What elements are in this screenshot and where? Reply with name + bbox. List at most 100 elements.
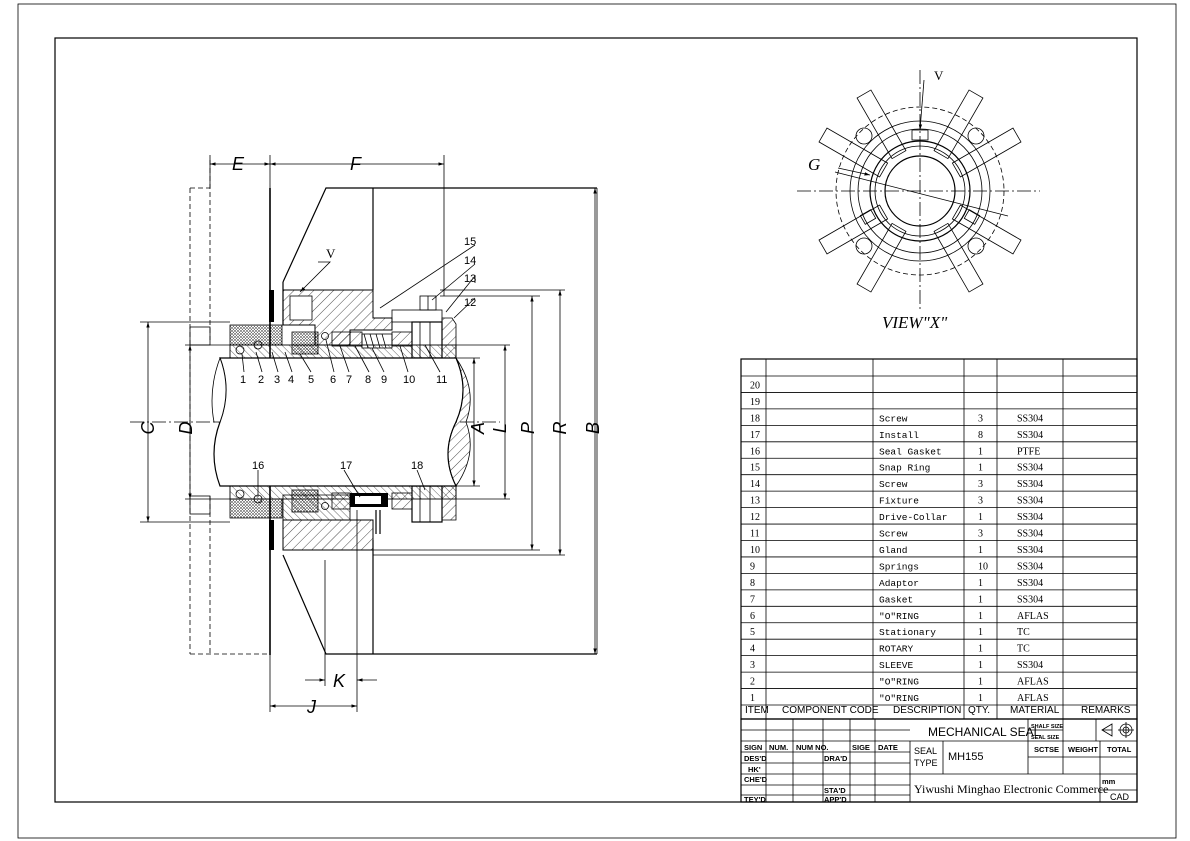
cell-item: 3 — [750, 660, 755, 671]
balloon-10: 10 — [403, 374, 415, 386]
cell-description: "O"RING — [879, 677, 919, 688]
cell-qty: 1 — [978, 627, 983, 638]
balloon-15: 15 — [464, 236, 476, 248]
cell-description: Screw — [879, 479, 908, 490]
dim-label-r: R — [550, 422, 570, 435]
dim-label-b: B — [583, 422, 603, 434]
clamp-lugs — [818, 89, 1022, 293]
dim-label-d: D — [176, 422, 196, 435]
cell-qty: 1 — [978, 660, 983, 671]
cell-material: PTFE — [1017, 446, 1040, 457]
cell-description: Drive-Collar — [879, 512, 947, 523]
part-callouts: 1 2 3 4 5 6 7 8 9 10 11 12 13 14 15 16 1… — [240, 236, 476, 498]
cell-item: 17 — [750, 430, 760, 441]
label-appd: APP'D — [824, 795, 847, 804]
label-unit: mm — [1102, 777, 1116, 786]
cell-material: AFLAS — [1017, 611, 1049, 622]
col-header-material: MATERIAL — [1010, 705, 1060, 716]
cell-material: TC — [1017, 644, 1030, 655]
col-header-description: DESCRIPTION — [893, 705, 961, 716]
col-header-code: COMPONENT CODE — [782, 705, 879, 716]
balloon-14: 14 — [464, 255, 476, 267]
cell-description: Snap Ring — [879, 463, 930, 474]
label-sign: SIGN — [744, 743, 762, 752]
balloon-12: 12 — [464, 297, 476, 309]
label-teyd: TEY'D — [744, 795, 766, 804]
cell-description: Fixture — [879, 496, 919, 507]
cell-qty: 3 — [978, 496, 983, 507]
label-stad: STA'D — [824, 786, 846, 795]
label-ched: CHE'D — [744, 775, 768, 784]
cell-item: 18 — [750, 413, 760, 424]
label-desd: DES'D — [744, 754, 767, 763]
cell-qty: 1 — [978, 611, 983, 622]
cell-item: 5 — [750, 627, 755, 638]
balloon-1: 1 — [240, 374, 246, 386]
dim-label-a: A — [468, 422, 488, 435]
cell-material: SS304 — [1017, 430, 1043, 441]
balloon-4: 4 — [288, 374, 294, 386]
table-row: 2 "O"RING 1 AFLAS — [750, 677, 1049, 688]
cell-material: AFLAS — [1017, 693, 1049, 704]
dim-label-j: J — [306, 697, 317, 717]
label-num: NUM. — [769, 743, 788, 752]
cell-description: Adaptor — [879, 578, 919, 589]
label-date: DATE — [878, 743, 898, 752]
view-x-label: VIEW"X" — [882, 313, 948, 332]
balloon-3: 3 — [274, 374, 280, 386]
cell-qty: 1 — [978, 512, 983, 523]
cell-item: 2 — [750, 677, 755, 688]
label-num-no: NUM NO. — [796, 743, 829, 752]
cell-material: SS304 — [1017, 496, 1043, 507]
cell-item: 12 — [750, 512, 760, 523]
balloon-17: 17 — [340, 460, 352, 472]
cell-description: Gasket — [879, 594, 913, 605]
cell-qty: 1 — [978, 446, 983, 457]
balloon-13: 13 — [464, 273, 476, 285]
label-type: TYPE — [914, 758, 938, 768]
table-row: 19 — [750, 397, 760, 408]
dim-label-k: K — [333, 671, 346, 691]
cell-item: 11 — [750, 529, 760, 540]
balloon-9: 9 — [381, 374, 387, 386]
cell-material: SS304 — [1017, 545, 1043, 556]
cell-description: Gland — [879, 545, 908, 556]
cell-qty: 1 — [978, 677, 983, 688]
balloon-2: 2 — [258, 374, 264, 386]
label-total: TOTAL — [1107, 745, 1132, 754]
balloon-6: 6 — [330, 374, 336, 386]
cell-material: SS304 — [1017, 561, 1043, 572]
title-block: MECHANICAL SEAL SHALF SIZE SEAL SIZE SIG… — [740, 718, 1138, 804]
label-weight: WEIGHT — [1068, 745, 1098, 754]
cell-description: Seal Gasket — [879, 446, 942, 457]
cell-description: Screw — [879, 413, 908, 424]
cell-qty: 1 — [978, 578, 983, 589]
model-number: MH155 — [948, 751, 983, 763]
cell-qty: 3 — [978, 529, 983, 540]
seal-size-label: SEAL SIZE — [1031, 735, 1060, 741]
cell-material: AFLAS — [1017, 677, 1049, 688]
cell-item: 1 — [750, 693, 755, 704]
cell-material: SS304 — [1017, 479, 1043, 490]
cell-qty: 3 — [978, 413, 983, 424]
outer-border — [17, 3, 1177, 839]
cell-item: 20 — [750, 380, 760, 391]
dim-label-l: L — [490, 423, 510, 433]
balloon-8: 8 — [365, 374, 371, 386]
cell-description: ROTARY — [879, 644, 914, 655]
balloon-7: 7 — [346, 374, 352, 386]
